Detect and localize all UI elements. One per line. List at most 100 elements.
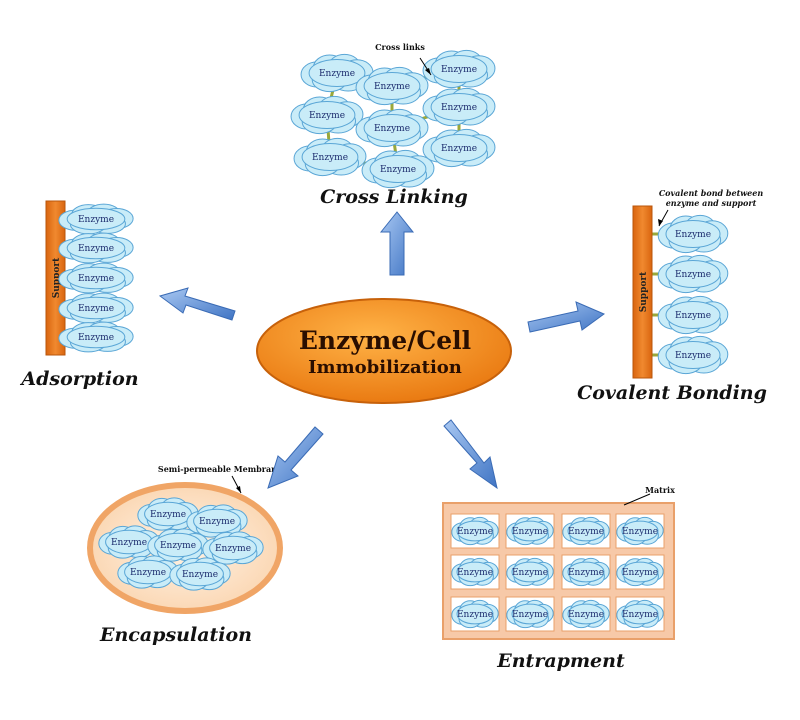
enzyme-cloud: Enzyme (657, 214, 729, 254)
enzyme-label: Enzyme (199, 517, 235, 527)
enzyme-cloud: Enzyme (562, 557, 610, 587)
enzyme-label: Enzyme (512, 568, 548, 578)
enzyme-label: Enzyme (130, 568, 166, 578)
arrow-to-covalent-bonding (527, 301, 606, 333)
enzyme-cloud: Enzyme (58, 292, 134, 324)
enzyme-label: Enzyme (675, 230, 711, 240)
cross-links-note: Cross links (375, 42, 425, 52)
enzyme-label: Enzyme (78, 333, 114, 343)
enzyme-label: Enzyme (312, 153, 348, 163)
enzyme-label: Enzyme (78, 215, 114, 225)
enzyme-label: Enzyme (78, 274, 114, 284)
arrows (158, 211, 606, 490)
center-title-line2: Immobilization (308, 357, 462, 378)
enzyme-cloud: Enzyme (616, 516, 664, 546)
enzyme-cloud: Enzyme (422, 87, 496, 127)
enzyme-cloud: Enzyme (202, 531, 264, 565)
enzyme-label: Enzyme (675, 311, 711, 321)
enzyme-label: Enzyme (441, 65, 477, 75)
enzyme-label: Enzyme (309, 111, 345, 121)
enzyme-label: Enzyme (675, 351, 711, 361)
enzyme-cloud: Enzyme (657, 335, 729, 375)
enzyme-label: Enzyme (568, 568, 604, 578)
enzyme-label: Enzyme (457, 568, 493, 578)
enzyme-cloud: Enzyme (58, 262, 134, 294)
enzyme-label: Enzyme (622, 527, 658, 537)
covalent-bonding-title: Covalent Bonding (577, 382, 767, 404)
enzyme-cloud: Enzyme (562, 599, 610, 629)
matrix-note: Matrix (645, 485, 675, 495)
arrow-to-adsorption (158, 287, 236, 321)
enzyme-cloud: Enzyme (137, 497, 199, 531)
center-title-line1: Enzyme/Cell (299, 326, 471, 355)
enzyme-cloud: Enzyme (355, 66, 429, 106)
enzyme-label: Enzyme (374, 124, 410, 134)
enzyme-label: Enzyme (441, 144, 477, 154)
cross-linking-title: Cross Linking (320, 186, 468, 208)
enzyme-label: Enzyme (568, 527, 604, 537)
enzyme-cloud: Enzyme (451, 516, 499, 546)
arrow-to-encapsulation (267, 426, 324, 489)
enzyme-label: Enzyme (380, 165, 416, 175)
enzyme-label: Enzyme (568, 610, 604, 620)
center-node: Enzyme/Cell Immobilization (256, 298, 512, 404)
encapsulation-title: Encapsulation (99, 624, 252, 646)
enzyme-cloud: Enzyme (422, 49, 496, 89)
enzyme-cloud: Enzyme (147, 528, 209, 562)
cross-links-pointer-head (425, 68, 431, 75)
enzyme-cloud: Enzyme (422, 128, 496, 168)
cross-linking-diagram: EnzymeEnzymeEnzymeEnzymeEnzymeEnzymeEnzy… (290, 42, 496, 208)
covalent-note-line1: Covalent bond between (659, 188, 764, 198)
enzyme-cloud: Enzyme (58, 232, 134, 264)
enzyme-cloud: Enzyme (300, 53, 374, 93)
adsorption-title: Adsorption (19, 368, 138, 390)
enzyme-cloud: Enzyme (451, 599, 499, 629)
enzyme-cloud: Enzyme (58, 321, 134, 353)
enzyme-cloud: Enzyme (293, 137, 367, 177)
enzyme-cloud: Enzyme (506, 599, 554, 629)
membrane-pointer-head (236, 486, 241, 493)
enzyme-cloud: Enzyme (186, 504, 248, 538)
enzyme-label: Enzyme (78, 304, 114, 314)
enzyme-label: Enzyme (512, 610, 548, 620)
covalent-support-label: Support (639, 271, 649, 312)
enzyme-cloud: Enzyme (657, 254, 729, 294)
membrane-note: Semi-permeable Membrane (158, 464, 282, 474)
enzyme-label: Enzyme (78, 244, 114, 254)
enzyme-label: Enzyme (457, 527, 493, 537)
enzyme-label: Enzyme (111, 538, 147, 548)
enzyme-label: Enzyme (675, 270, 711, 280)
covalent-support-bar (632, 205, 653, 379)
enzyme-label: Enzyme (374, 82, 410, 92)
enzyme-label: Enzyme (622, 568, 658, 578)
enzyme-cloud: Enzyme (117, 555, 179, 589)
enzyme-cloud: Enzyme (58, 203, 134, 235)
enzyme-label: Enzyme (622, 610, 658, 620)
enzyme-label: Enzyme (182, 570, 218, 580)
cross-linking-enzymes: EnzymeEnzymeEnzymeEnzymeEnzymeEnzymeEnzy… (290, 49, 496, 189)
enzyme-cloud: Enzyme (169, 557, 231, 591)
matrix-pointer (623, 493, 651, 506)
entrapment-title: Entrapment (496, 650, 625, 672)
arrow-to-entrapment (443, 419, 498, 490)
center-ellipse (256, 298, 512, 404)
enzyme-cloud: Enzyme (506, 516, 554, 546)
enzyme-label: Enzyme (457, 610, 493, 620)
covalent-bonds (651, 232, 672, 357)
enzyme-cloud: Enzyme (616, 599, 664, 629)
enzyme-label: Enzyme (150, 510, 186, 520)
enzyme-cloud: Enzyme (361, 149, 435, 189)
enzyme-cloud: Enzyme (355, 108, 429, 148)
arrow-to-cross-linking (379, 211, 415, 276)
enzyme-cloud: Enzyme (506, 557, 554, 587)
covalent-note-line2: enzyme and support (666, 198, 757, 208)
